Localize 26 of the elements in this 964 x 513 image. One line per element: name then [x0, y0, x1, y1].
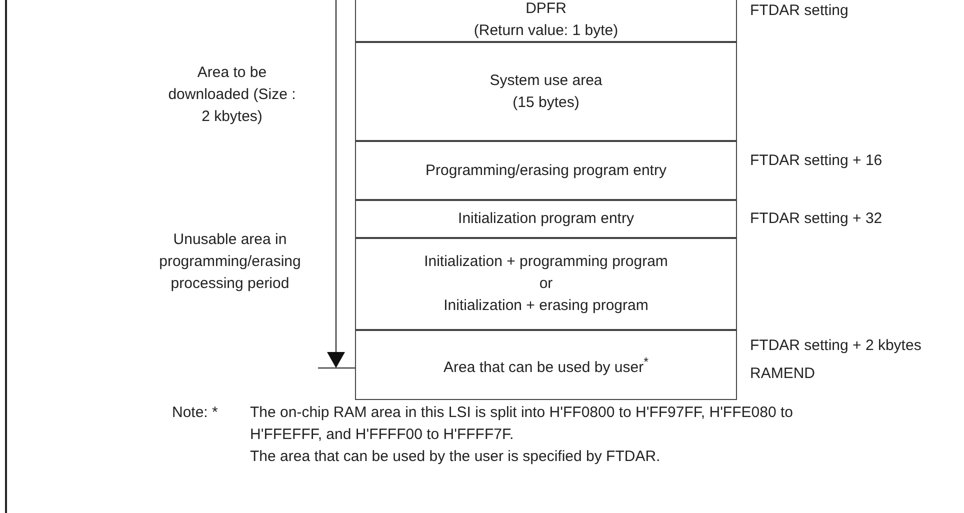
address-label: FTDAR setting + 32 — [750, 209, 884, 229]
cell-text: (15 bytes) — [512, 92, 580, 112]
address-label: FTDAR setting + 2 kbytes — [750, 336, 922, 356]
memory-cell — [355, 200, 737, 238]
cell-text: Initialization program entry — [458, 209, 634, 229]
cell-text: or — [539, 274, 553, 294]
cell-text: (Return value: 1 byte) — [474, 21, 618, 41]
memory-cell — [355, 330, 737, 400]
note-label: Note: * — [172, 403, 219, 423]
address-label: FTDAR setting — [750, 1, 850, 21]
area-label: Area to be downloaded (Size : 2 kbytes) — [167, 63, 297, 127]
memory-cell — [355, 42, 737, 141]
memory-cell — [355, 141, 737, 200]
cell-text: Area that can be used by user$^{*}$ — [443, 354, 648, 378]
memory-cell — [355, 0, 737, 42]
cell-text: Initialization + programming program — [424, 252, 668, 272]
cell-text: Initialization + erasing program — [444, 296, 648, 316]
memory-cell — [355, 238, 737, 330]
address-label: RAMEND — [750, 364, 816, 384]
cell-text: Programming/erasing program entry — [426, 160, 666, 180]
address-label: FTDAR setting + 16 — [750, 151, 884, 171]
cell-text: DPFR — [526, 0, 566, 19]
area-label: Unusable area in programming/erasing processing period — [158, 230, 302, 294]
cell-text: System use area — [490, 70, 602, 90]
note-text: The on-chip RAM area in this LSI is split into H'FF0800 to H'FF97FF, H'FFE080 to H'FFEFFF, and H'FFFF00 to H'FFFF7F. — [250, 403, 794, 445]
note-text: The area that can be used by the user is specified by FTDAR. — [250, 447, 662, 467]
